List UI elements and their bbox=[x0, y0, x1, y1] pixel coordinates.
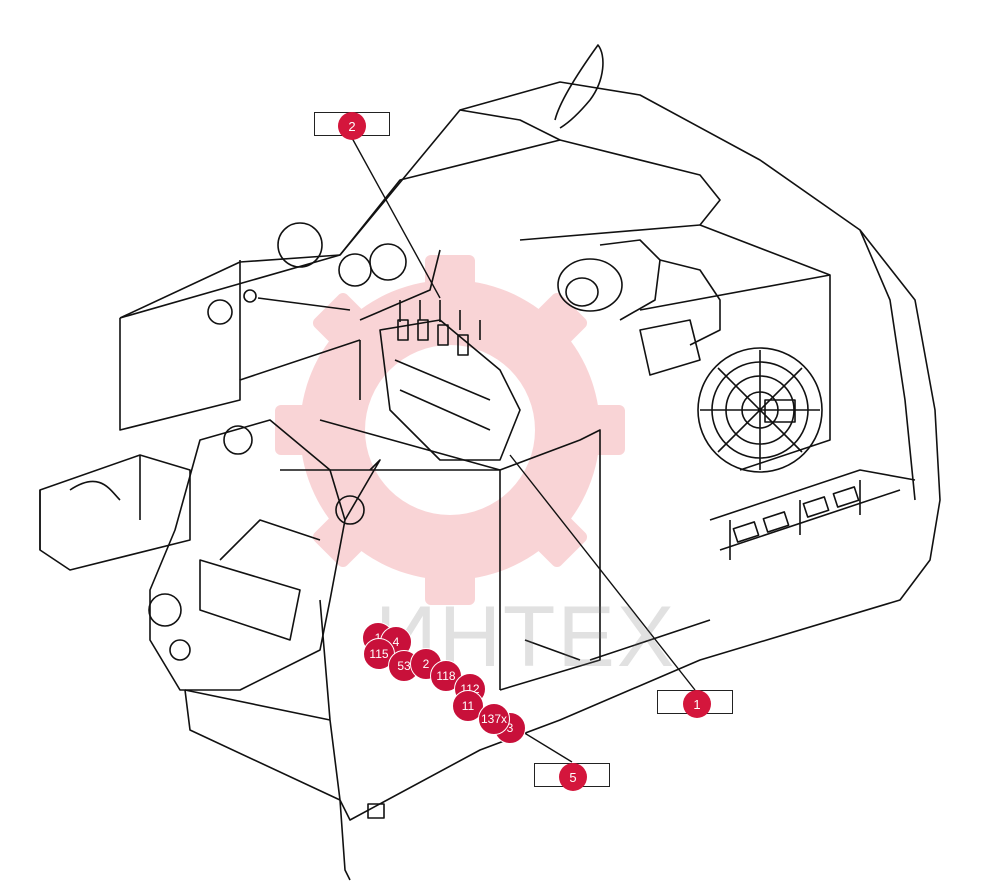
callout-marker-1[interactable]: 1 bbox=[683, 690, 711, 718]
callout-marker-2[interactable]: 2 bbox=[338, 112, 366, 140]
part-marker[interactable]: 137x bbox=[478, 703, 510, 735]
frame-outline bbox=[39, 44, 941, 881]
callout-marker-5[interactable]: 5 bbox=[559, 763, 587, 791]
watermark-gear bbox=[275, 255, 625, 605]
part-marker[interactable]: 115 bbox=[363, 638, 395, 670]
